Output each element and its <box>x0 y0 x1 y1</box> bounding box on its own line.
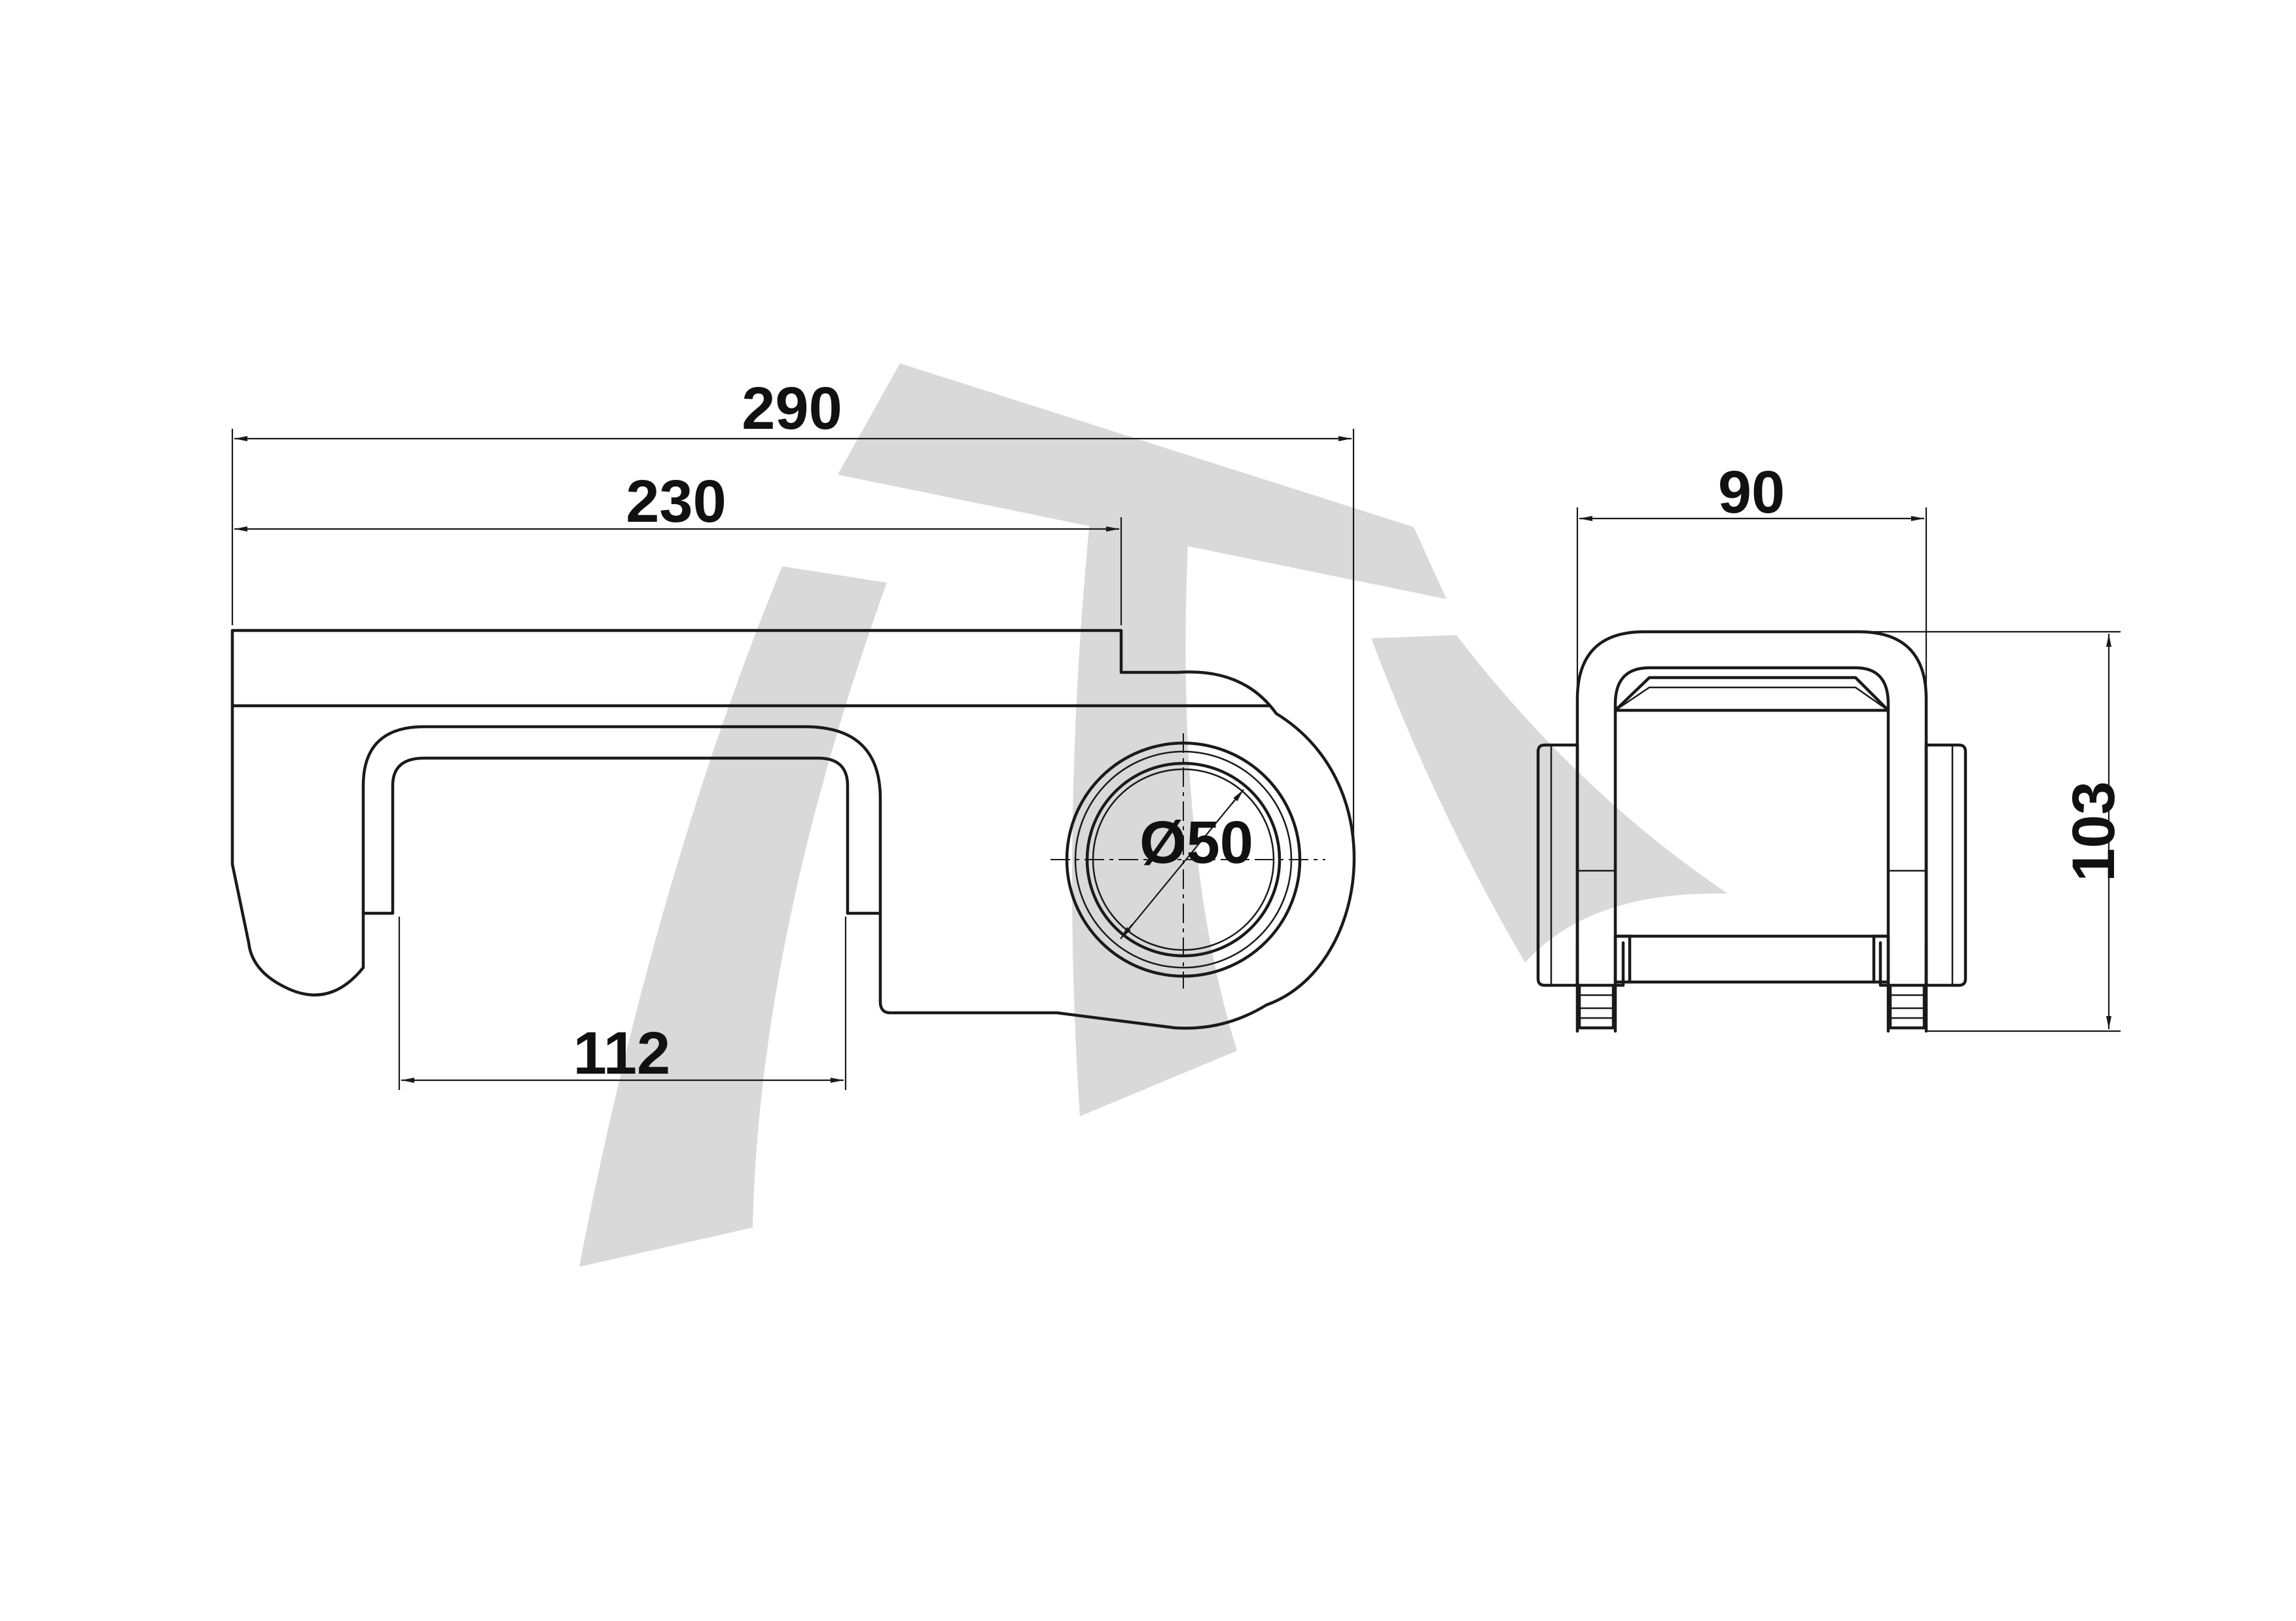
u-strap <box>1575 630 1928 1033</box>
dim-diameter-label: Ø50 <box>1139 809 1253 876</box>
dim-90: 90 <box>1576 459 1928 694</box>
dim-90-label: 90 <box>1718 459 1785 526</box>
dim-112-label: 112 <box>573 1020 670 1087</box>
nut-left <box>1575 941 1625 1030</box>
dim-103-label: 103 <box>2060 781 2127 882</box>
dim-290: 290 <box>231 375 1355 845</box>
front-view: 290 230 112 Ø50 <box>230 375 1356 1090</box>
dim-290-label: 290 <box>742 375 842 442</box>
dim-103: 103 <box>1859 630 2127 1032</box>
dim-112: 112 <box>398 917 847 1090</box>
front-slot <box>361 756 882 915</box>
bore-circle <box>1050 733 1325 989</box>
dim-230: 230 <box>234 468 1122 625</box>
side-view: 90 103 <box>1536 459 2127 1033</box>
nut-right <box>1878 941 1928 1030</box>
dim-230-label: 230 <box>626 468 726 535</box>
front-body-outline <box>230 628 1356 1030</box>
